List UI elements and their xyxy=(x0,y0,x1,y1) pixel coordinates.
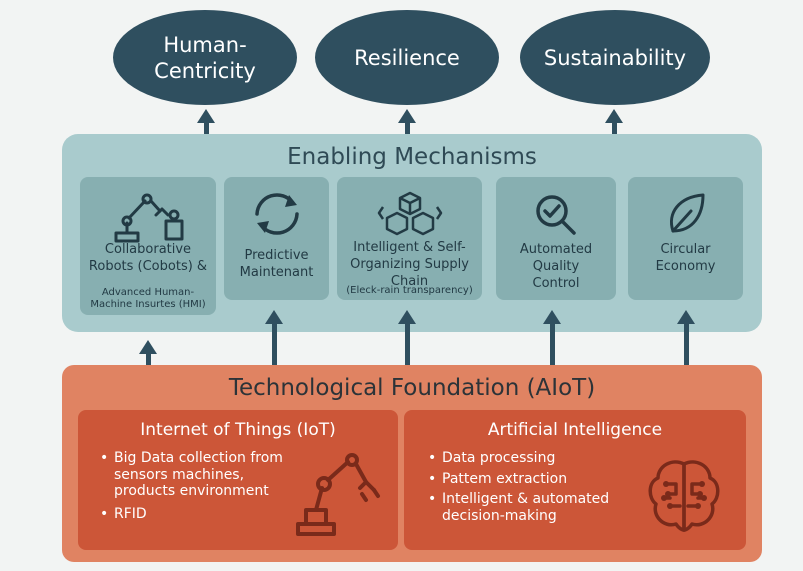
ai-panel: Artificial Intelligence Data processing … xyxy=(404,410,746,550)
iot-panel: Internet of Things (IoT) Big Data collec… xyxy=(78,410,398,550)
card-circular-economy: Circular Economy xyxy=(628,177,743,300)
goal-resilience: Resilience xyxy=(315,10,499,105)
list-item: Pattem extraction xyxy=(428,471,638,488)
card-label: Predictive Maintenant xyxy=(239,248,314,280)
arrow-up xyxy=(139,340,157,365)
goal-label: Resilience xyxy=(354,45,460,70)
card-sublabel: Advanced Human-Machine Insurtes (HMI) xyxy=(90,287,206,310)
foundation-title: Technological Foundation (AIoT) xyxy=(228,375,596,401)
iot-bullets: Big Data collection from sensors machine… xyxy=(100,450,290,526)
arrow-up xyxy=(398,109,416,135)
arrow-up xyxy=(543,310,561,365)
card-label: Intelligent & Self-Organizing Supply Cha… xyxy=(350,240,469,289)
list-item: Intelligent & automated decision-making xyxy=(428,491,638,524)
iot-title: Internet of Things (IoT) xyxy=(140,420,336,440)
arrow-up xyxy=(197,109,215,135)
cubes-network-icon xyxy=(377,191,442,236)
card-predictive-maintenance: Predictive Maintenant xyxy=(224,177,329,300)
cycle-arrows-icon xyxy=(254,193,299,235)
arrow-up xyxy=(605,109,623,135)
card-label: Collaborative Robots (Cobots) & xyxy=(88,242,208,274)
card-label: Circular Economy xyxy=(655,242,716,274)
leaf-icon xyxy=(669,193,704,233)
industrial-robot-icon xyxy=(296,453,380,536)
brain-circuit-icon xyxy=(648,460,720,532)
list-item: Data processing xyxy=(428,450,638,467)
card-sublabel: (Eleck-rain transparency) xyxy=(346,285,473,296)
arrow-up xyxy=(677,310,695,365)
list-item: Big Data collection from sensors machine… xyxy=(100,450,290,500)
card-quality-control: Automated Quality Control xyxy=(496,177,616,300)
card-cobots: Collaborative Robots (Cobots) & Advanced… xyxy=(80,177,216,315)
ai-bullets: Data processing Pattem extraction Intell… xyxy=(428,450,638,528)
arrow-up xyxy=(398,310,416,365)
enabling-mechanisms-panel: Enabling Mechanisms Collaborative Robots… xyxy=(62,134,762,332)
goal-label: Human- Centricity xyxy=(154,32,256,83)
goal-label: Sustainability xyxy=(543,45,687,70)
card-supply-chain: Intelligent & Self-Organizing Supply Cha… xyxy=(337,177,482,300)
ai-title: Artificial Intelligence xyxy=(487,420,663,440)
robot-arm-icon xyxy=(114,193,184,243)
enabling-title: Enabling Mechanisms xyxy=(287,144,537,170)
technological-foundation-panel: Technological Foundation (AIoT) Internet… xyxy=(62,365,762,562)
goal-sustainability: Sustainability xyxy=(520,10,710,105)
card-label: Automated Quality Control xyxy=(519,242,593,291)
magnifier-check-icon xyxy=(536,195,576,235)
list-item: RFID xyxy=(100,506,290,523)
goal-human-centricity: Human- Centricity xyxy=(113,10,297,105)
arrow-up xyxy=(265,310,283,365)
